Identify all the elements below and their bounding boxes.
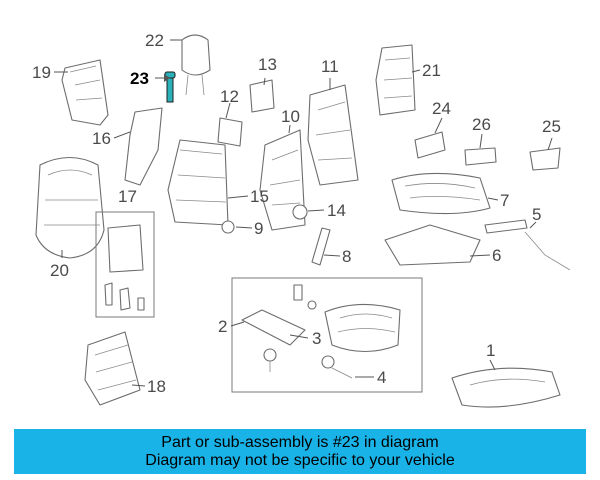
callout-7: 7 (500, 191, 509, 210)
callout-16: 16 (92, 129, 111, 148)
callout-2: 2 (218, 317, 227, 336)
callout-14: 14 (327, 201, 346, 220)
leader-lines (54, 39, 553, 387)
part-15-backrest-pad (167, 139, 229, 226)
part-22-headrest (181, 34, 211, 96)
part-25-bracket (529, 147, 561, 171)
callout-20: 20 (50, 261, 69, 280)
part-2-group-box (231, 277, 423, 393)
info-banner: Part or sub-assembly is #23 in diagram D… (14, 429, 586, 474)
part-8-trim (311, 227, 331, 266)
callout-3: 3 (312, 329, 321, 348)
callout-10: 10 (281, 107, 300, 126)
callout-17: 17 (118, 187, 137, 206)
callout-6: 6 (492, 246, 501, 265)
part-5-cable (484, 219, 571, 271)
part-11-seat-frame (307, 84, 359, 186)
part-21-back-panel (375, 44, 416, 116)
part-13-bracket (249, 79, 275, 113)
part-1-seat-pan (451, 367, 561, 408)
part-24-cover (414, 131, 446, 159)
part-16-side-panel (124, 107, 163, 186)
callout-8: 8 (342, 247, 351, 266)
callout-26: 26 (472, 115, 491, 134)
part-14-knob (292, 204, 308, 220)
callout-4: 4 (377, 368, 386, 387)
callout-12: 12 (220, 87, 239, 106)
callout-23: 23 (130, 69, 149, 88)
callout-24: 24 (432, 99, 451, 118)
callout-18: 18 (147, 377, 166, 396)
callout-19: 19 (32, 63, 51, 82)
part-12-control-module (217, 117, 243, 147)
part-6-seat-mat (384, 224, 481, 266)
part-17-group-box (95, 211, 155, 318)
callout-25: 25 (542, 117, 561, 136)
callout-15: 15 (250, 187, 269, 206)
callout-1: 1 (486, 341, 495, 360)
parts-diagram: 19 22 23 16 12 13 10 11 21 24 26 25 7 5 … (32, 31, 571, 408)
part-10-backrest-frame (259, 129, 306, 231)
part-9-knob (221, 220, 235, 234)
part-19-backrest-frame (61, 59, 109, 126)
callout-21: 21 (422, 61, 441, 80)
callout-5: 5 (532, 205, 541, 224)
banner-line-1: Part or sub-assembly is #23 in diagram (161, 433, 439, 451)
callout-22: 22 (145, 31, 164, 50)
part-7-seat-cushion (391, 172, 491, 215)
callout-labels: 19 22 23 16 12 13 10 11 21 24 26 25 7 5 … (32, 31, 561, 396)
callout-9: 9 (254, 219, 263, 238)
part-26-clip (464, 147, 497, 166)
callout-11: 11 (321, 57, 339, 76)
part-18-heater-mat (84, 331, 141, 406)
part-20-backrest-cover (35, 156, 105, 259)
callout-13: 13 (258, 55, 277, 74)
banner-line-2: Diagram may not be specific to your vehi… (145, 451, 455, 469)
